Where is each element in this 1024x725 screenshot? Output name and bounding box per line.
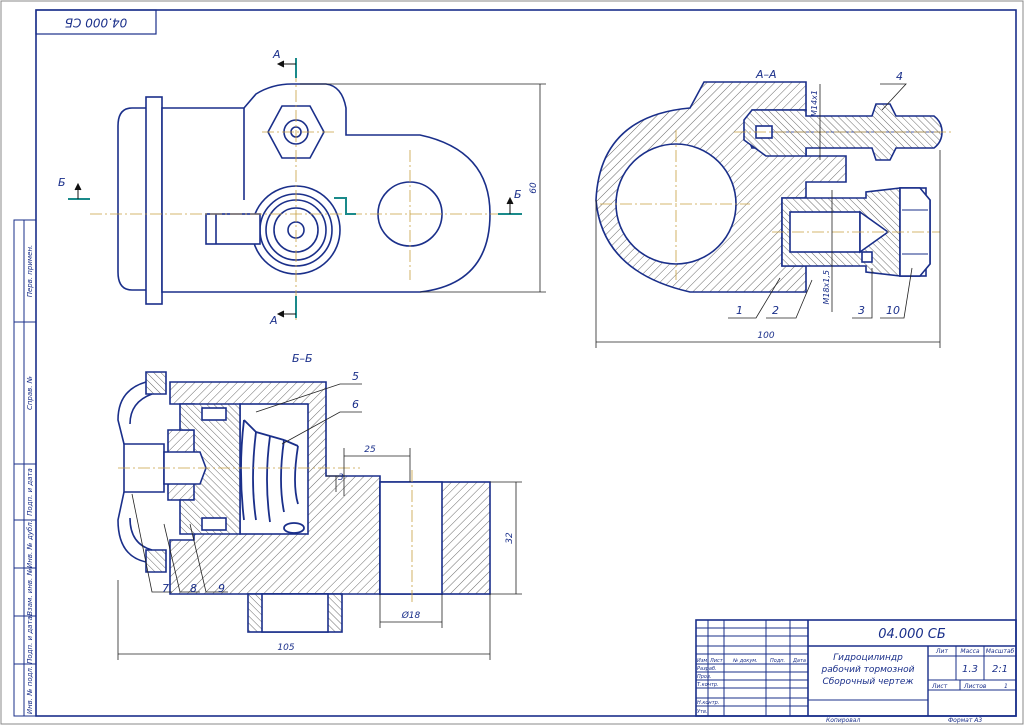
dim-105-label: 105 bbox=[277, 643, 294, 653]
rotated-stamp-code: 04.000 СБ bbox=[65, 16, 127, 30]
col-lit: Лит bbox=[935, 648, 948, 655]
hdr-date: Дата bbox=[792, 658, 806, 664]
side-strip bbox=[13, 219, 37, 717]
product-name-line1: Гидроцилиндр bbox=[833, 653, 903, 663]
strip-label-1: Перв. примен. bbox=[26, 245, 34, 298]
thread-m14-label: M14х1 bbox=[810, 90, 819, 117]
strip-label-6: Подп. и дата bbox=[26, 616, 34, 664]
thread-dims bbox=[819, 84, 833, 312]
dim-100-label: 100 bbox=[757, 331, 774, 341]
strip-label-7: Инв. № подл. bbox=[26, 666, 34, 714]
cut-a-top-label: А bbox=[272, 48, 281, 61]
title-block bbox=[695, 619, 1017, 717]
section-aa-title: А–А bbox=[755, 68, 777, 81]
strip-label-4: Инв. № дубл. bbox=[26, 520, 34, 568]
hdr-sign: Подп. bbox=[770, 658, 785, 664]
row-nkontr: Н.контр. bbox=[697, 700, 719, 706]
row-prov: Пров. bbox=[697, 674, 712, 680]
dim-3-label: 3 bbox=[338, 473, 344, 483]
section-bb-title: Б–Б bbox=[292, 352, 313, 365]
sheets-label: Листов bbox=[963, 683, 987, 690]
part-6: 6 bbox=[352, 398, 359, 411]
row-utv: Утв. bbox=[697, 709, 708, 715]
col-scale: Масштаб bbox=[986, 648, 1015, 655]
sheet-label: Лист bbox=[931, 683, 948, 690]
part-4: 4 bbox=[896, 70, 903, 83]
dim-32-label: 32 bbox=[505, 532, 515, 544]
rotated-stamp: 04.000 СБ bbox=[35, 9, 157, 35]
strip-label-5: Взам. инв. № bbox=[26, 568, 34, 616]
dim-60-label: 60 bbox=[529, 182, 539, 194]
product-name-line3: Сборочный чертеж bbox=[822, 677, 914, 687]
cut-b-left-label: Б bbox=[58, 176, 66, 189]
part-3: 3 bbox=[858, 304, 865, 317]
mass-value: 1.3 bbox=[962, 664, 978, 675]
product-name-line2: рабочий тормозной bbox=[821, 665, 915, 675]
section-bb-centerlines bbox=[118, 467, 413, 604]
dims-bb bbox=[117, 448, 522, 660]
dim-25-label: 25 bbox=[364, 445, 376, 455]
leaders-aa bbox=[728, 83, 913, 319]
part-5: 5 bbox=[352, 370, 359, 383]
part-9: 9 bbox=[218, 582, 225, 595]
front-view bbox=[117, 83, 491, 305]
dim-60 bbox=[300, 83, 546, 293]
dim-18-label: Ø18 bbox=[401, 610, 421, 621]
cut-b-right-label: Б bbox=[514, 188, 522, 201]
sheets-value: 1 bbox=[1004, 683, 1008, 690]
leaders-bb bbox=[131, 383, 362, 593]
strip-label-3: Подп. и дата bbox=[26, 468, 34, 516]
dim-100 bbox=[595, 150, 941, 348]
row-razrab: Разраб. bbox=[697, 666, 717, 672]
part-8: 8 bbox=[190, 582, 197, 595]
row-tkontr: Т.контр. bbox=[697, 682, 719, 688]
title-block-code: 04.000 СБ bbox=[878, 627, 946, 642]
hdr-list: Лист bbox=[709, 658, 724, 664]
front-centerlines bbox=[90, 70, 505, 320]
format-label: Формат А3 bbox=[948, 717, 982, 724]
copied-label: Копировал bbox=[826, 717, 860, 724]
hdr-izm: Изм bbox=[697, 658, 707, 664]
part-1: 1 bbox=[736, 304, 743, 317]
spring bbox=[240, 419, 305, 534]
col-mass: Масса bbox=[960, 648, 979, 655]
hdr-doc: № докум. bbox=[732, 658, 758, 664]
part-10: 10 bbox=[886, 304, 900, 317]
cut-a-bottom-label: А bbox=[269, 314, 278, 327]
part-7: 7 bbox=[162, 582, 169, 595]
part-2: 2 bbox=[772, 304, 779, 317]
strip-label-2: Справ. № bbox=[26, 376, 34, 410]
section-aa-centerlines bbox=[600, 130, 952, 280]
scale-value: 2:1 bbox=[992, 664, 1008, 675]
thread-m18-label: M18х1,5 bbox=[822, 270, 831, 305]
